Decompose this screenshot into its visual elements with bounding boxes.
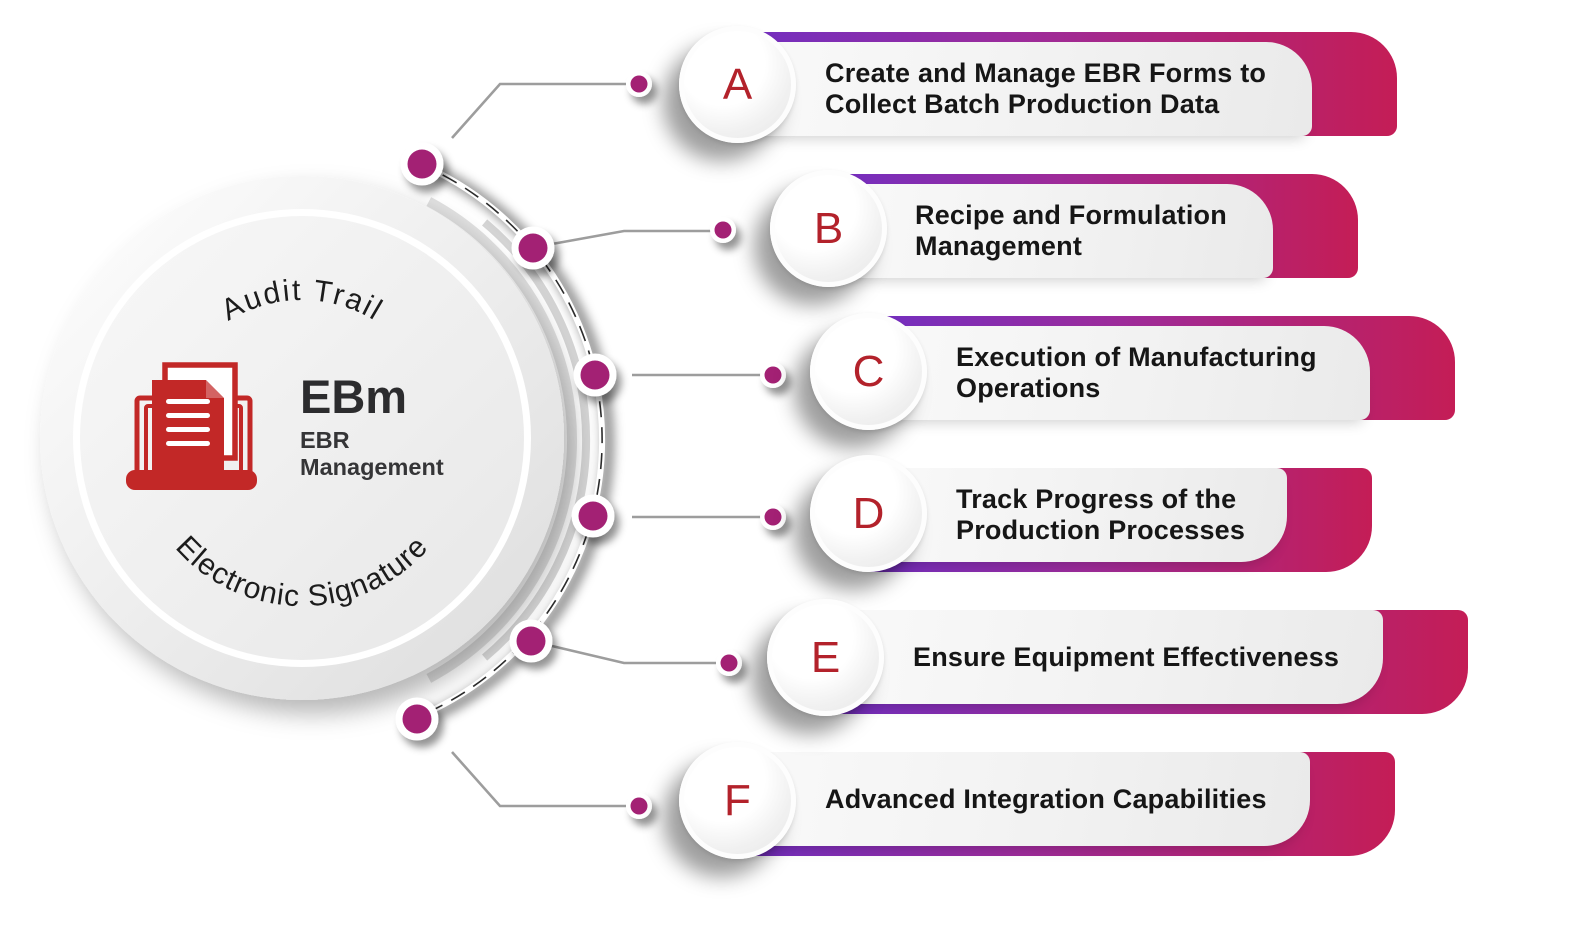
connector-a	[451, 82, 626, 139]
letter-a: A	[722, 59, 753, 109]
connector-f	[451, 751, 626, 808]
hub-subtitle-line1: EBR	[300, 427, 350, 453]
bar-tip-dots	[626, 71, 786, 819]
letter-c: C	[852, 346, 885, 396]
hub-title: EBm	[300, 370, 407, 423]
connector-e	[551, 644, 716, 665]
documents-stack-icon	[126, 362, 257, 490]
hub-circle	[40, 176, 564, 700]
letter-d: D	[852, 488, 885, 538]
letter-badge-a: A	[679, 26, 796, 143]
letter-badge-c: C	[810, 313, 927, 430]
orbit-dots	[395, 142, 617, 741]
letter-badge-f: F	[679, 742, 796, 859]
letter-badge-b: B	[770, 170, 887, 287]
stacked-rings	[426, 197, 591, 683]
letter-badge-e: E	[767, 599, 884, 716]
feature-bar-f: Advanced Integration Capabilities	[717, 752, 1310, 846]
orbit-arc	[413, 160, 615, 728]
letter-e: E	[810, 632, 841, 682]
letter-b: B	[813, 203, 844, 253]
feature-text-f: Advanced Integration Capabilities	[825, 783, 1267, 814]
connector-b	[551, 229, 711, 246]
feature-text-e: Ensure Equipment Effectiveness	[913, 641, 1340, 672]
letter-f: F	[724, 775, 751, 825]
connector-lines	[451, 82, 761, 808]
hub-subtitle-line2: Management	[300, 454, 444, 480]
feature-bar-e: Ensure Equipment Effectiveness	[805, 610, 1383, 704]
letter-badge-d: D	[810, 455, 927, 572]
